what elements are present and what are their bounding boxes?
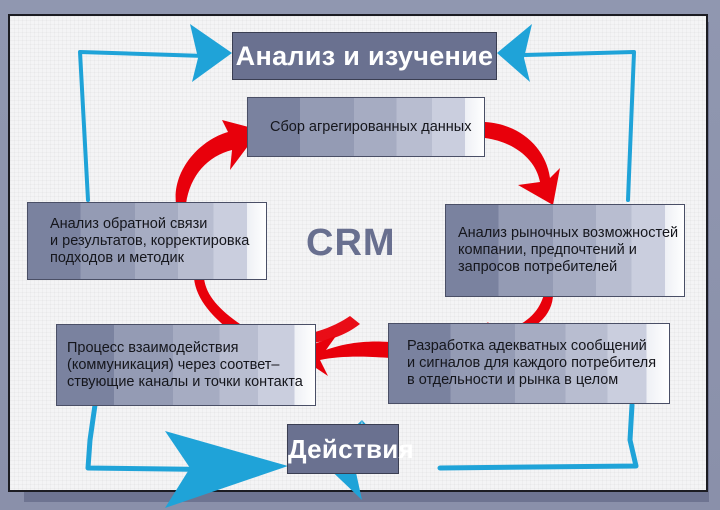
analysis-header: Анализ и изучение (232, 32, 497, 80)
blue-arrowhead-top-left (190, 24, 232, 82)
step-text-line: (коммуникация) через соответ– (67, 356, 280, 373)
step-feedback-analysis: Анализ обратной связи и результатов, кор… (27, 202, 267, 280)
step-interaction-process: Процесс взаимодействия (коммуникация) че… (56, 324, 316, 406)
step-text-line: в отдельности и рынка в целом (407, 372, 619, 388)
step-market-analysis: Анализ рыночных возможностей компании, п… (445, 204, 685, 297)
step-text-line: и сигналов для каждого потребителя (407, 355, 657, 371)
blue-link-bottom-right (437, 402, 639, 471)
step-collect-data: Сбор агрегированных данных (247, 97, 485, 157)
blue-arrowhead-top-right (497, 24, 532, 82)
step-text-line: Разработка адекватных сообщений (407, 338, 647, 354)
step-text-line: Сбор агрегированных данных (270, 118, 472, 135)
red-arrow-feedback-to-collect (175, 120, 260, 204)
blue-link-top-right (523, 50, 636, 202)
step-text-line: Анализ рыночных возможностей (458, 225, 679, 241)
actions-header: Действия (287, 424, 414, 474)
step-text-line: компании, предпочтений и (458, 242, 637, 258)
crm-center-label: CRM (306, 222, 396, 264)
blue-arrowhead-bottom-left (165, 431, 288, 508)
step-text-line: ствующие каналы и точки контакта (67, 373, 303, 390)
step-text-line: и результатов, корректировка (50, 232, 250, 249)
step-message-development: Разработка адекватных сообщений и сигнал… (388, 323, 670, 404)
step-text-line: Анализ обратной связи (50, 215, 208, 232)
step-text-line: Процесс взаимодействия (67, 339, 239, 356)
blue-link-top-left (78, 50, 207, 202)
step-text-line: запросов потребителей (458, 259, 618, 275)
red-arrow-develop-to-interact (292, 336, 390, 376)
blue-link-bottom-left (85, 402, 253, 473)
step-text-line: подходов и методик (50, 249, 184, 266)
red-arrow-collect-to-market (485, 122, 560, 205)
